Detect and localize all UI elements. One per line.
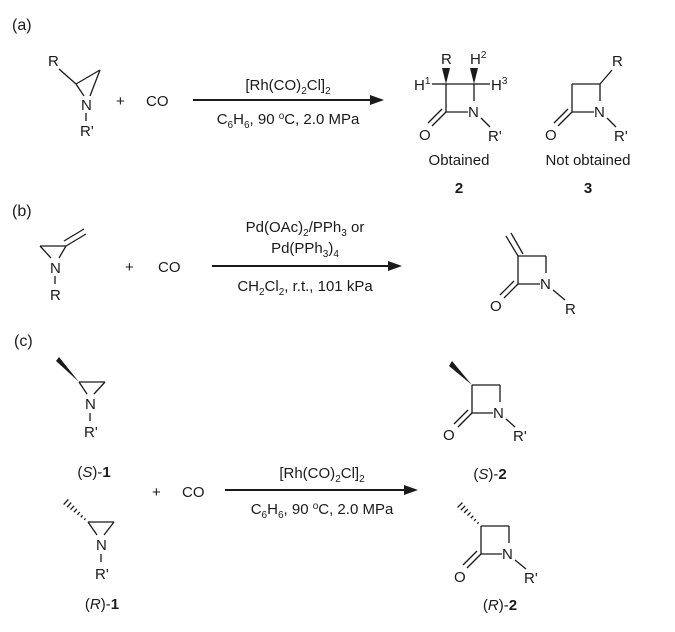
hash-mark (460, 505, 466, 511)
panel-b: (b) N R + CO Pd(OAc)2/PPh3 or Pd(PPh3)4 … (12, 203, 576, 318)
compound-label-s-2: (S)-2 (473, 466, 506, 483)
compound-label-s-1: (S)-1 (77, 464, 110, 481)
oxygen-atom: O (490, 298, 502, 315)
hash-mark (63, 498, 69, 506)
nitrogen-atom: N (96, 537, 107, 554)
carbon-monoxide: CO (182, 484, 205, 501)
hash-mark (470, 515, 474, 519)
nitrogen-atom: N (540, 276, 551, 293)
substituent-r: R (612, 53, 623, 70)
oxygen-atom: O (443, 427, 455, 444)
hash-mark (66, 502, 72, 508)
beta-lactam-product-2: R H2 H1 H3 N O R' Obtained 2 (414, 50, 508, 197)
panel-c: (c) N R' (S)-1 N R' (R)-1 + CO [Rh(CO (14, 333, 538, 614)
catalyst-a: [Rh(CO)2Cl]2 (245, 77, 331, 97)
hashed-bond (457, 502, 480, 525)
catalyst-b-line2: Pd(PPh3)4 (271, 240, 339, 260)
reaction-arrow-b: Pd(OAc)2/PPh3 or Pd(PPh3)4 CH2Cl2, r.t.,… (212, 219, 402, 298)
hash-mark (80, 514, 84, 518)
plus-sign: + (125, 259, 134, 276)
conditions-a: C6H6, 90 oC, 2.0 MPa (217, 111, 360, 131)
carbon-monoxide: CO (146, 93, 169, 110)
catalyst-b-line1: Pd(OAc)2/PPh3 or (246, 219, 365, 239)
methyleneaziridine-reactant: N R (39, 228, 87, 304)
hydrogen-h1: H1 (414, 76, 431, 94)
hash-mark (76, 511, 81, 516)
nitrogen-atom: N (468, 104, 479, 121)
substituent-r: R (50, 287, 61, 304)
nitrogen-atom: N (493, 405, 504, 422)
hash-mark (70, 505, 75, 511)
caption-not-obtained: Not obtained (545, 152, 630, 169)
substituent-r-prime: R' (95, 566, 109, 583)
hydrogen-h3: H3 (491, 76, 508, 94)
substituent-r-prime: R' (488, 128, 502, 145)
hash-mark (463, 508, 469, 514)
compound-label-r-2: (R)-2 (483, 597, 517, 614)
hydrogen-h2: H2 (470, 50, 487, 68)
nitrogen-atom: N (85, 396, 96, 413)
oxygen-atom: O (454, 569, 466, 586)
methylene-beta-lactam-product: N O R (490, 232, 576, 318)
reaction-arrow-c: [Rh(CO)2Cl]2 C6H6, 90 oC, 2.0 MPa (225, 465, 418, 521)
compound-number-2: 2 (455, 180, 463, 197)
substituent-r-prime: R' (84, 424, 98, 441)
caption-obtained: Obtained (429, 152, 490, 169)
beta-lactam-product-3: R N O R' Not obtained 3 (545, 53, 631, 197)
hash-mark (73, 508, 78, 513)
substituent-r-prime: R' (80, 123, 94, 140)
substituent-r: R (441, 51, 452, 68)
plus-sign: + (116, 93, 125, 110)
substituent-r: R (48, 53, 59, 70)
nitrogen-atom: N (50, 260, 61, 277)
aziridine-r-1: N R' (R)-1 (63, 498, 119, 613)
conditions-c: C6H6, 90 oC, 2.0 MPa (251, 501, 394, 521)
substituent-r-prime: R' (614, 128, 628, 145)
panel-a: (a) R N R' + CO [Rh(CO)2Cl]2 C6H6, 90 oC… (12, 17, 631, 197)
carbon-monoxide: CO (158, 259, 181, 276)
catalyst-c: [Rh(CO)2Cl]2 (279, 465, 365, 485)
panel-label-c: (c) (14, 333, 33, 350)
nitrogen-atom: N (502, 546, 513, 563)
hash-mark (83, 518, 86, 521)
conditions-b: CH2Cl2, r.t., 101 kPa (237, 278, 373, 298)
plus-sign: + (152, 484, 161, 501)
compound-label-r-1: (R)-1 (85, 596, 119, 613)
panel-label-a: (a) (12, 17, 32, 34)
hash-mark (457, 502, 463, 508)
hash-mark (476, 521, 480, 525)
nitrogen-atom: N (594, 104, 605, 121)
substituent-r: R (565, 301, 576, 318)
aziridine-reactant-a: R N R' (48, 53, 101, 140)
oxygen-atom: O (419, 127, 431, 144)
substituent-r-prime: R' (524, 570, 538, 587)
beta-lactam-r-2: N O R' (R)-2 (454, 502, 538, 614)
aziridine-s-1: N R' (S)-1 (56, 357, 111, 481)
panel-label-b: (b) (12, 203, 32, 220)
compound-number-3: 3 (584, 180, 592, 197)
beta-lactam-s-2: N O R' (S)-2 (443, 361, 527, 483)
hash-mark (466, 511, 472, 517)
hashed-bond (63, 498, 86, 521)
nitrogen-atom: N (81, 97, 92, 114)
oxygen-atom: O (545, 127, 557, 144)
substituent-r-prime: R' (513, 428, 527, 445)
reaction-arrow-a: [Rh(CO)2Cl]2 C6H6, 90 oC, 2.0 MPa (193, 77, 384, 131)
hash-mark (473, 518, 477, 522)
